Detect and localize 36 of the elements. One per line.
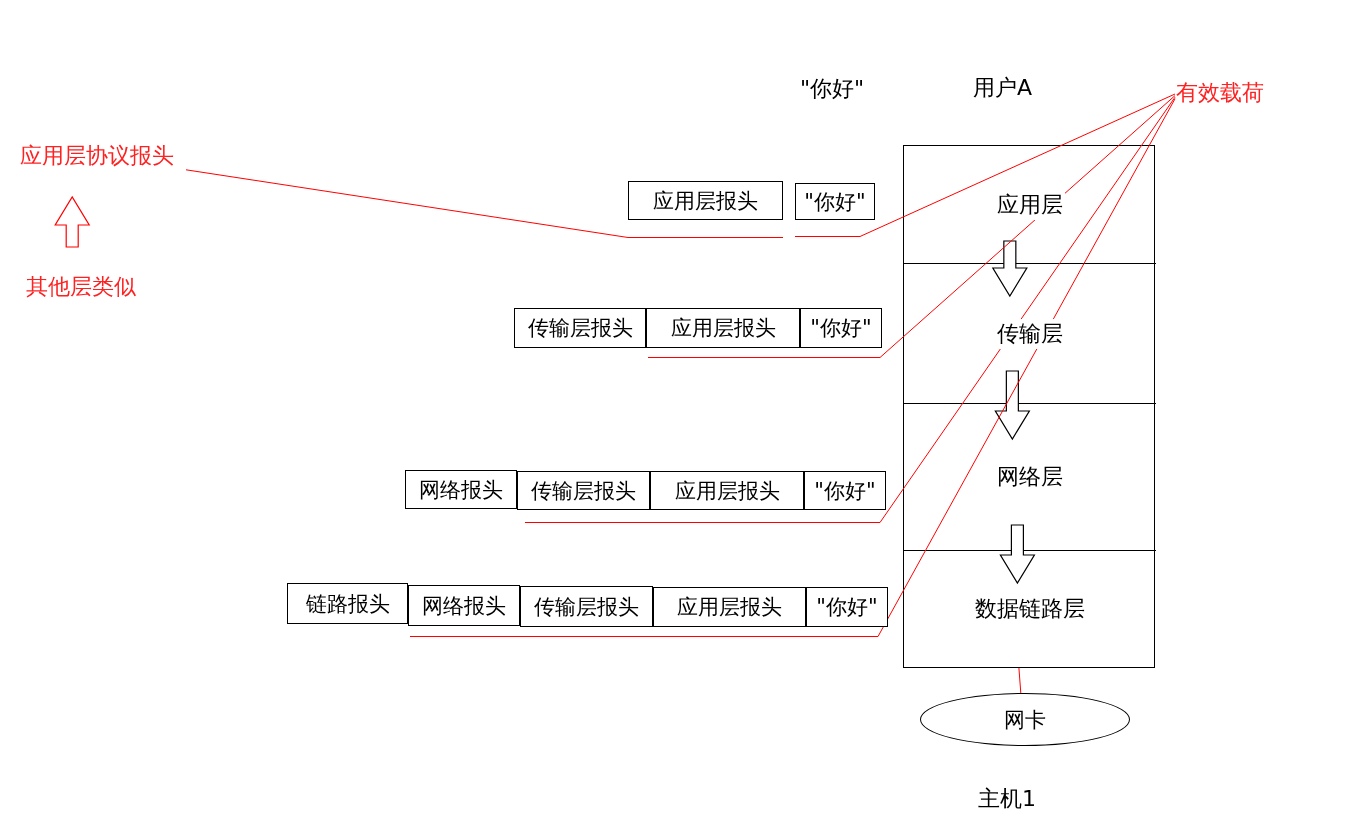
block-arrow xyxy=(999,524,1036,585)
header-box: 传输层报头 xyxy=(520,586,653,627)
underline xyxy=(628,237,783,238)
header-box: 网络报头 xyxy=(408,585,520,626)
header-box: "你好" xyxy=(804,471,886,510)
header-box: 传输层报头 xyxy=(514,308,646,348)
leader-line xyxy=(879,95,1176,358)
leader-line xyxy=(859,93,1176,237)
leader-line xyxy=(1018,667,1022,694)
header-box: 网络报头 xyxy=(405,470,517,509)
header-box: "你好" xyxy=(795,183,875,220)
layer-box: 数据链路层 xyxy=(904,551,1156,667)
header-box: 应用层报头 xyxy=(653,587,806,627)
annotation-text: 其他层类似 xyxy=(26,272,136,304)
underline xyxy=(410,636,878,637)
underline xyxy=(795,236,860,237)
stack-heading: 用户A xyxy=(973,74,1033,102)
block-arrow xyxy=(54,195,91,248)
annotation-text: 应用层协议报头 xyxy=(20,141,174,173)
leader-line xyxy=(879,96,1176,523)
underline xyxy=(648,357,880,358)
header-box: 传输层报头 xyxy=(517,471,650,510)
header-box: "你好" xyxy=(806,587,888,627)
header-box: 应用层报头 xyxy=(646,308,800,348)
underline xyxy=(525,522,880,523)
host-caption: 主机1 xyxy=(978,785,1036,813)
message-text: "你好" xyxy=(800,75,865,103)
header-box: "你好" xyxy=(800,308,882,348)
block-arrow xyxy=(991,240,1028,298)
leader-line xyxy=(185,169,629,238)
annotation-text: 有效载荷 xyxy=(1176,78,1264,110)
leader-line xyxy=(877,98,1176,637)
header-box: 链路报头 xyxy=(287,583,408,624)
block-arrow xyxy=(994,370,1031,441)
header-box: 应用层报头 xyxy=(650,471,804,510)
header-box: 应用层报头 xyxy=(628,181,783,220)
